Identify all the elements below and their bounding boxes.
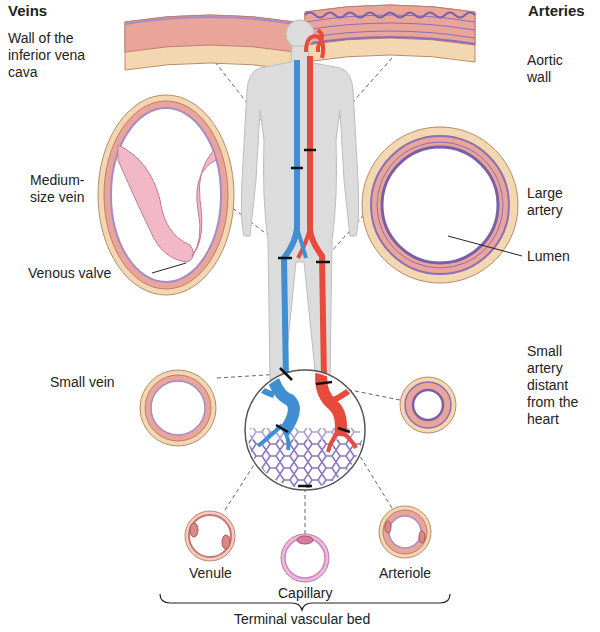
vessel-label: Medium-size vein [30, 172, 98, 206]
heading-arteries: Arteries [528, 2, 585, 19]
vessel-label: Venule [189, 565, 232, 582]
part-label: Venous valve [28, 265, 111, 282]
vessel-label: Wall of the inferior vena cava [8, 30, 108, 81]
vessel-label: Capillary [278, 585, 332, 602]
vessel-label: Arteriole [379, 565, 431, 582]
vessel-label: Large artery [527, 185, 592, 219]
vessel-label: Small artery distant from the heart [527, 343, 597, 428]
bracket-label: Terminal vascular bed [234, 611, 370, 628]
vessel-label: Small vein [50, 374, 115, 391]
heading-veins: Veins [8, 2, 47, 19]
vessel-label: Aortic wall [527, 52, 587, 86]
part-label: Lumen [527, 248, 570, 265]
